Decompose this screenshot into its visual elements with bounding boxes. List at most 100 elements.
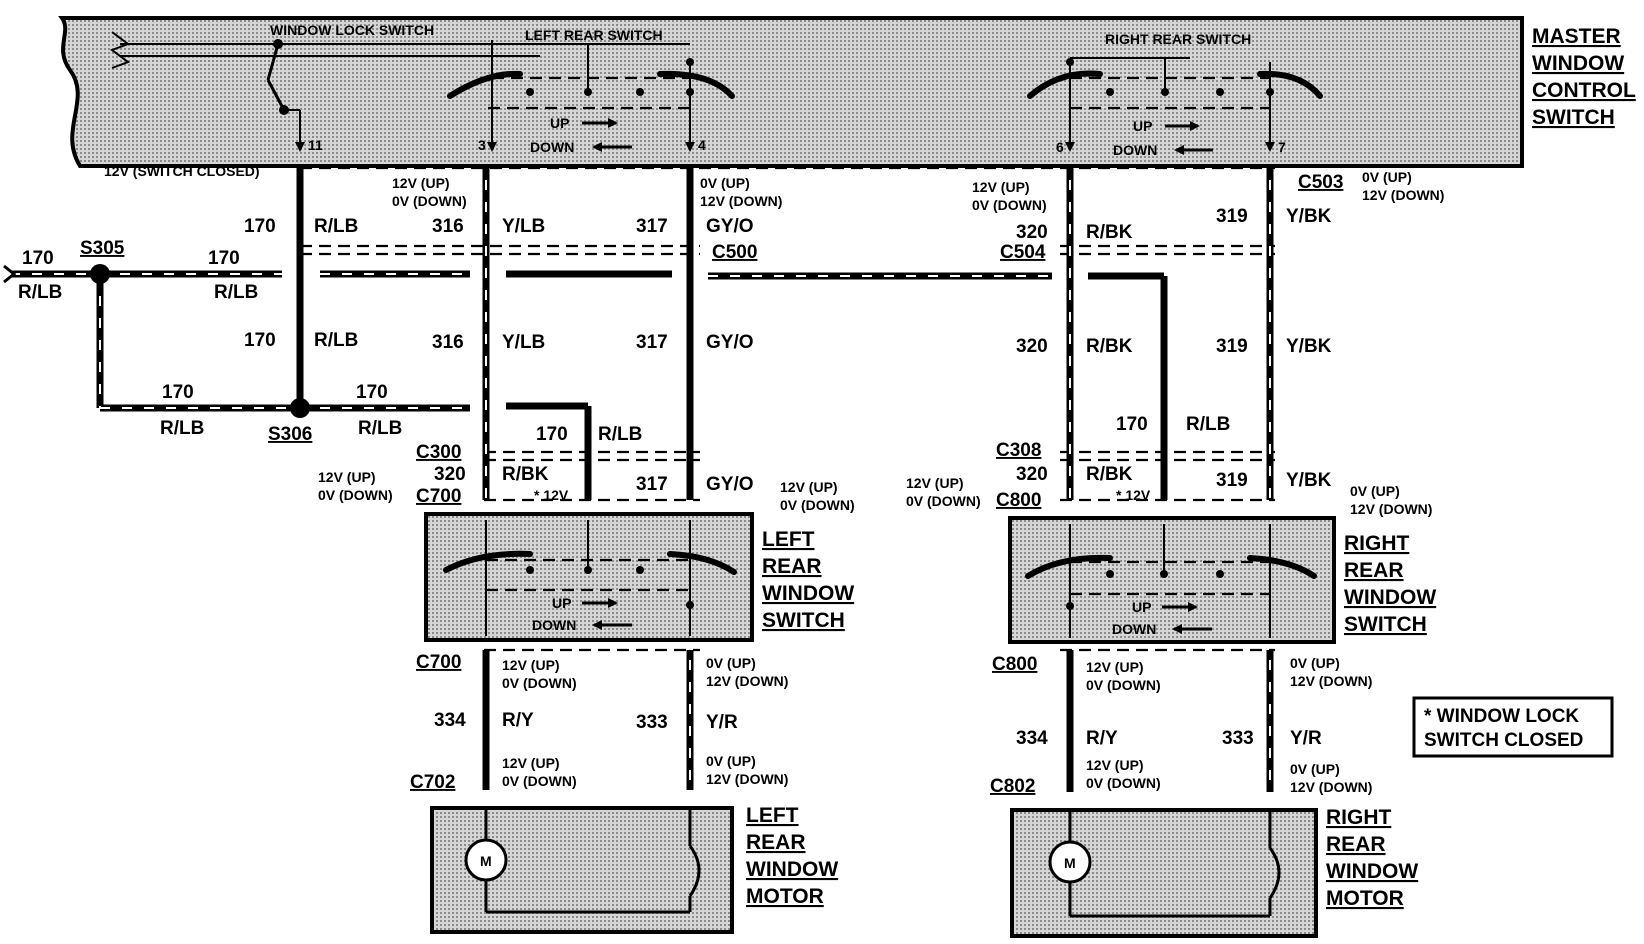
lr-switch-contact-1 <box>526 566 534 574</box>
rr-switch-contact-3 <box>1216 570 1224 578</box>
left-rear-switch-label: LEFT REAR SWITCH <box>525 27 663 43</box>
color-rlb-far-left: R/LB <box>18 282 62 303</box>
connector-bars <box>300 166 1275 652</box>
master-title-line-1: MASTER <box>1532 25 1621 48</box>
connector-c702: C702 <box>410 772 455 793</box>
rr-switch-title-4: SWITCH <box>1344 613 1427 636</box>
circuit-320-top: 320 <box>1016 222 1048 243</box>
color-rlb-loop: R/LB <box>160 418 204 439</box>
splice-s305 <box>90 264 110 284</box>
note-line-2: SWITCH CLOSED <box>1424 730 1583 751</box>
circuit-319-top: 319 <box>1216 206 1248 227</box>
volt-333-right-up: 0V (UP) <box>1290 655 1340 671</box>
color-gyo-top: GY/O <box>706 216 754 237</box>
volt-switch-closed: 12V (SWITCH CLOSED) <box>104 163 260 179</box>
volt-334-left-up: 12V (UP) <box>502 657 560 673</box>
rr-motor-title-2: REAR <box>1326 833 1386 856</box>
color-ylb-mid: Y/LB <box>502 332 545 353</box>
volt-334-right-down-2: 0V (DOWN) <box>1086 775 1161 791</box>
circuit-170-mid-left: 170 <box>208 248 240 269</box>
volt-320-up: 12V (UP) <box>972 179 1030 195</box>
rr-master-rocker-left <box>1027 70 1103 99</box>
lr-master-up-label: UP <box>550 115 569 131</box>
rr-switch-title-2: REAR <box>1344 559 1404 582</box>
circuit-333-right: 333 <box>1222 728 1254 749</box>
lr-switch-down-label: DOWN <box>532 617 576 633</box>
lock-switch-lever-2 <box>266 79 286 111</box>
pin-4: 4 <box>698 137 706 153</box>
volt-334-left-down: 0V (DOWN) <box>502 675 577 691</box>
volt-334-left-up-2: 12V (UP) <box>502 755 560 771</box>
lr-motor-title-3: WINDOW <box>746 858 838 881</box>
master-title-line-2: WINDOW <box>1532 52 1624 75</box>
pin-11: 11 <box>308 137 323 153</box>
color-yr-left: Y/R <box>706 712 738 733</box>
volt-320-left-down: 0V (DOWN) <box>318 487 393 503</box>
volt-334-right-up: 12V (UP) <box>1086 659 1144 675</box>
color-rbk-right: R/BK <box>1086 464 1133 485</box>
rr-master-contact-3 <box>1161 88 1169 96</box>
volt-333-left-down: 12V (DOWN) <box>706 673 788 689</box>
volt-319-low-down: 12V (DOWN) <box>1350 501 1432 517</box>
circuit-170-loop: 170 <box>162 382 194 403</box>
rr-motor-title-3: WINDOW <box>1326 860 1418 883</box>
volt-333-left-up: 0V (UP) <box>706 655 756 671</box>
color-yr-right: Y/R <box>1290 728 1322 749</box>
connector-c504: C504 <box>1000 242 1046 263</box>
circuit-334-right: 334 <box>1016 728 1048 749</box>
color-rlb-mid: R/LB <box>314 330 358 351</box>
connector-c800-lower: C800 <box>992 654 1037 675</box>
volt-334-right-up-2: 12V (UP) <box>1086 757 1144 773</box>
circuit-317-top: 317 <box>636 216 668 237</box>
volt-320-left-up: 12V (UP) <box>318 469 376 485</box>
color-gyo-low: GY/O <box>706 474 754 495</box>
lr-master-contact-1 <box>526 88 534 96</box>
rr-motor-breaker-icon <box>1268 847 1281 899</box>
color-rbk-mid: R/BK <box>1086 336 1133 357</box>
splice-s305-label: S305 <box>80 238 125 259</box>
color-gyo-mid: GY/O <box>706 332 754 353</box>
pin-7: 7 <box>1278 139 1286 155</box>
circuit-170-far-left: 170 <box>22 248 54 269</box>
volt-316-up: 12V (UP) <box>392 175 450 191</box>
volt-320-right-down: 0V (DOWN) <box>906 493 981 509</box>
lr-switch-title-3: WINDOW <box>762 582 854 605</box>
rr-switch-rocker-right <box>1247 555 1317 579</box>
color-ybk-low: Y/BK <box>1286 470 1332 491</box>
volt-333-right-down: 12V (DOWN) <box>1290 673 1372 689</box>
lr-switch-title-4: SWITCH <box>762 609 845 632</box>
volt-316-down: 0V (DOWN) <box>392 193 467 209</box>
volt-320-down: 0V (DOWN) <box>972 197 1047 213</box>
circuit-320-mid: 320 <box>1016 336 1048 357</box>
rr-motor-m: M <box>1064 855 1076 871</box>
circuit-333-left: 333 <box>636 712 668 733</box>
circuit-170-top: 170 <box>244 216 276 237</box>
lr-master-down-label: DOWN <box>530 139 574 155</box>
lr-switch-rocker-left <box>443 550 533 573</box>
circuit-170-rr: 170 <box>1116 414 1148 435</box>
lr-master-rocker-left <box>447 70 523 99</box>
color-rlb-right-loop: R/LB <box>358 418 402 439</box>
lr-switch-title-1: LEFT <box>762 528 815 551</box>
volt-320-right-up: 12V (UP) <box>906 475 964 491</box>
color-ry-right: R/Y <box>1086 728 1118 749</box>
volt-333-left-up-2: 0V (UP) <box>706 753 756 769</box>
pin-6: 6 <box>1056 139 1064 155</box>
lr-motor-breaker-icon <box>688 845 701 897</box>
connector-c802: C802 <box>990 776 1035 797</box>
rr-switch-down-label: DOWN <box>1112 621 1156 637</box>
lr-master-rocker-right <box>657 70 735 99</box>
circuit-319-low: 319 <box>1216 470 1248 491</box>
color-rlb-rr: R/LB <box>1186 414 1230 435</box>
volt-333-left-down-2: 12V (DOWN) <box>706 771 788 787</box>
circuit-317-mid: 317 <box>636 332 668 353</box>
color-ybk-top: Y/BK <box>1286 206 1332 227</box>
lr-switch-title-2: REAR <box>762 555 822 578</box>
connector-c503: C503 <box>1298 172 1343 193</box>
circuit-316-top: 316 <box>432 216 464 237</box>
connector-c308: C308 <box>996 440 1041 461</box>
rr-switch-contact-1 <box>1106 570 1114 578</box>
splice-s306-label: S306 <box>268 424 312 445</box>
connector-c700-lower: C700 <box>416 652 461 673</box>
